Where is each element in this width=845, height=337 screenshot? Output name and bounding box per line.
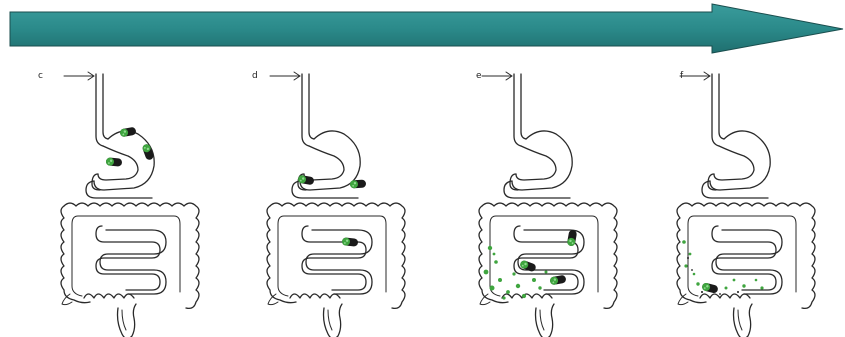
panel-label-e: e (476, 71, 482, 81)
progress-arrow (10, 4, 843, 53)
panel-e: e (476, 71, 617, 337)
dispersed-drug-particles (682, 240, 763, 295)
panel-c: c (38, 71, 199, 337)
panel-d: d (252, 71, 405, 337)
panel-f: f (677, 71, 815, 337)
panel-label-d: d (252, 71, 258, 81)
panel-label-c: c (38, 71, 43, 81)
